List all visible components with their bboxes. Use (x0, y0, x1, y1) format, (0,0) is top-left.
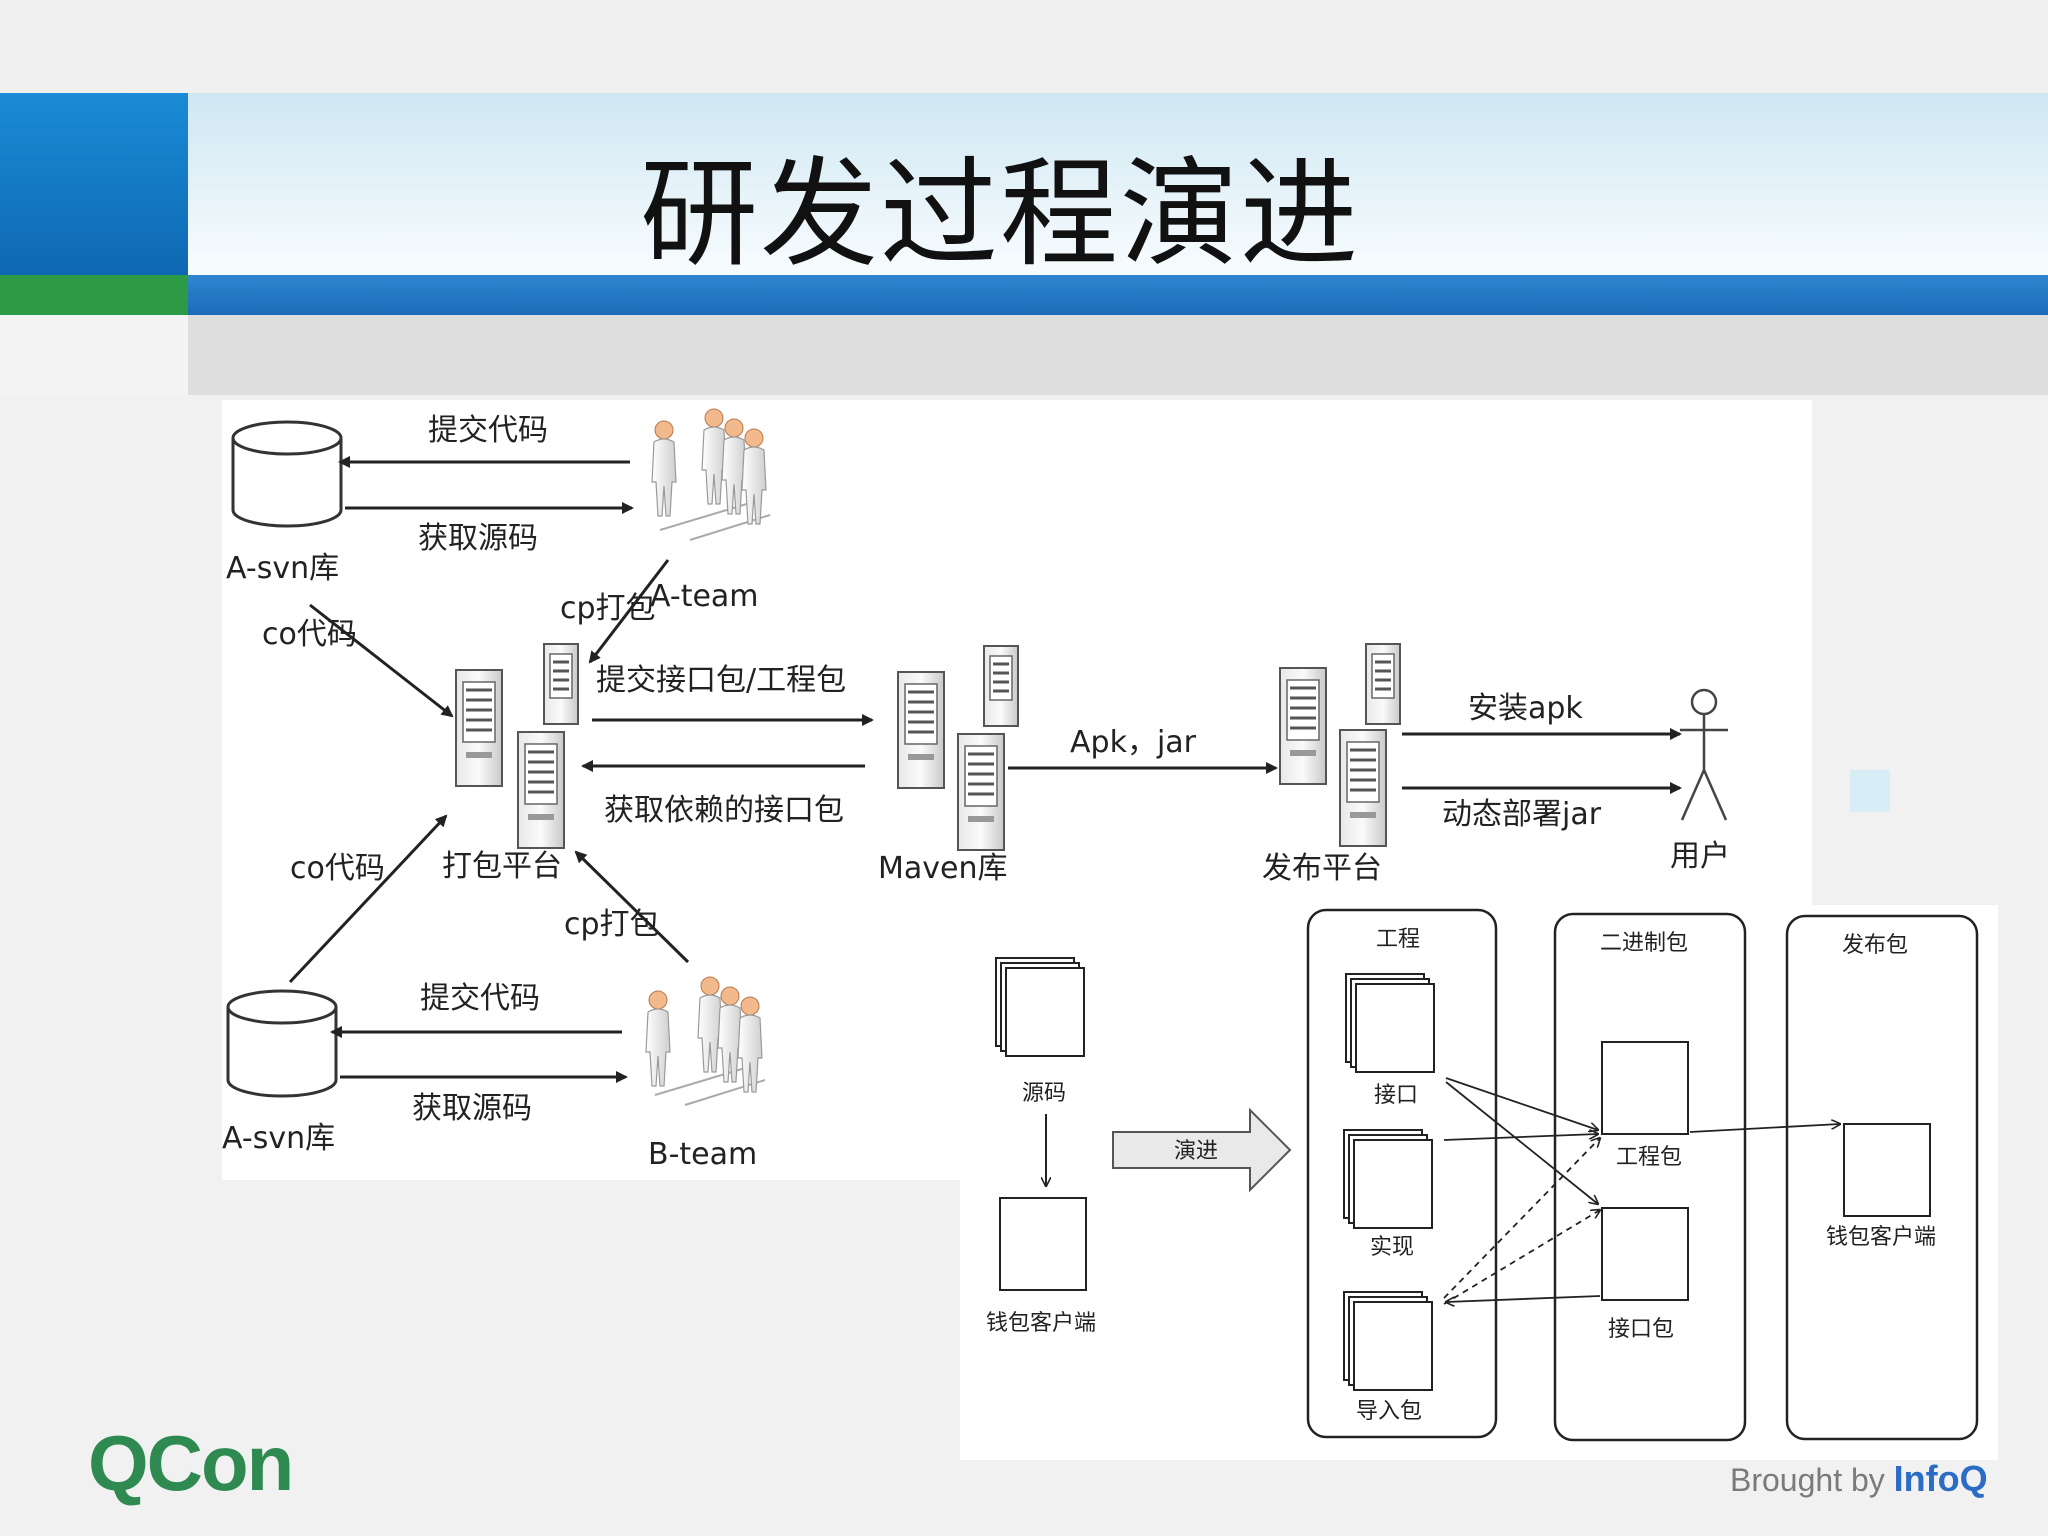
a-svn-database-icon (231, 420, 343, 528)
import-to-interface-pkg-dashed-arrow (1443, 1210, 1600, 1305)
pack-platform-server-icon (454, 642, 580, 850)
evolve-block-arrow (1112, 1107, 1292, 1193)
impl-label: 实现 (1370, 1235, 1414, 1260)
project-box-label: 工程 (1376, 927, 1420, 952)
impl-to-project-pkg-arrow (1443, 1134, 1598, 1141)
fetch-dep-label: 获取依赖的接口包 (604, 793, 844, 828)
release-platform-label: 发布平台 (1262, 851, 1382, 886)
a-cp-arrow (588, 559, 670, 664)
b-fetch-label: 获取源码 (412, 1091, 532, 1126)
wallet-client-right-label: 钱包客户端 (1826, 1225, 1936, 1250)
qcon-logo: QCon (88, 1419, 294, 1507)
binary-box-label: 二进制包 (1600, 931, 1688, 956)
b-cp-label: cp打包 (564, 907, 660, 942)
header-blue-bar (188, 275, 2048, 315)
corner-blue-block (0, 93, 188, 275)
a-co-label: co代码 (262, 617, 357, 652)
b-svn-label: A-svn库 (222, 1121, 335, 1156)
release-box-label: 发布包 (1842, 933, 1908, 958)
corner-green-block (0, 275, 188, 315)
import-to-project-pkg-dashed-arrow (1443, 1138, 1600, 1299)
a-fetch-label: 获取源码 (418, 521, 538, 556)
project-pkg-to-release-arrow (1689, 1124, 1840, 1133)
footer-prefix: Brought by (1730, 1462, 1885, 1498)
b-co-label: co代码 (290, 851, 385, 886)
deploy-jar-label: 动态部署jar (1442, 797, 1602, 832)
maven-label: Maven库 (878, 851, 1008, 886)
project-pkg-box (1601, 1041, 1689, 1135)
slide-title: 研发过程演进 (640, 145, 1361, 283)
left-strip (0, 315, 188, 395)
source-label: 源码 (1022, 1081, 1066, 1106)
wallet-client-left-box (999, 1197, 1087, 1291)
top-background (0, 0, 2048, 93)
wallet-client-right-box (1843, 1123, 1931, 1217)
evolve-label: 演进 (1174, 1139, 1218, 1164)
header-grey-band (188, 315, 2048, 395)
interface-doc-stack-icon (1345, 973, 1435, 1073)
b-team-people-icon (645, 976, 766, 1106)
maven-server-icon (896, 644, 1020, 852)
interface-to-interface-pkg-arrow (1445, 1081, 1598, 1204)
binary-container (1553, 912, 1747, 1442)
a-team-label: A-team (650, 579, 759, 614)
interface-pkg-label: 接口包 (1608, 1317, 1674, 1342)
a-cp-label: cp打包 (560, 591, 656, 626)
interface-pkg-to-import-arrow (1446, 1295, 1601, 1302)
footer-credit: Brought by InfoQ (1730, 1458, 1988, 1500)
impl-doc-stack-icon (1343, 1129, 1433, 1229)
a-svn-label: A-svn库 (226, 551, 339, 586)
interface-label: 接口 (1374, 1083, 1418, 1108)
project-pkg-label: 工程包 (1616, 1145, 1682, 1170)
b-svn-database-icon (226, 989, 338, 1098)
release-platform-server-icon (1278, 642, 1402, 848)
user-stick-figure-icon (1680, 688, 1728, 821)
title-band (188, 93, 2048, 275)
import-pkg-doc-stack-icon (1343, 1291, 1433, 1391)
apk-jar-label: Apk，jar (1070, 725, 1197, 760)
interface-to-project-pkg-arrow (1445, 1077, 1598, 1130)
b-commit-label: 提交代码 (420, 981, 540, 1016)
b-co-arrow (288, 814, 448, 984)
a-commit-label: 提交代码 (428, 413, 548, 448)
submit-pkg-label: 提交接口包/工程包 (596, 663, 846, 698)
accent-square (1850, 770, 1890, 812)
import-pkg-label: 导入包 (1356, 1399, 1422, 1424)
a-co-arrow (309, 603, 454, 718)
b-team-label: B-team (648, 1137, 757, 1172)
interface-pkg-box (1601, 1207, 1689, 1301)
source-doc-stack-icon (995, 957, 1085, 1057)
a-team-people-icon (651, 408, 771, 541)
user-label: 用户 (1670, 839, 1730, 874)
install-apk-label: 安装apk (1468, 691, 1583, 726)
infoq-logo: InfoQ (1893, 1458, 1988, 1499)
b-cp-arrow (574, 850, 690, 964)
wallet-client-left-label: 钱包客户端 (986, 1311, 1096, 1336)
pack-platform-label: 打包平台 (442, 849, 562, 884)
